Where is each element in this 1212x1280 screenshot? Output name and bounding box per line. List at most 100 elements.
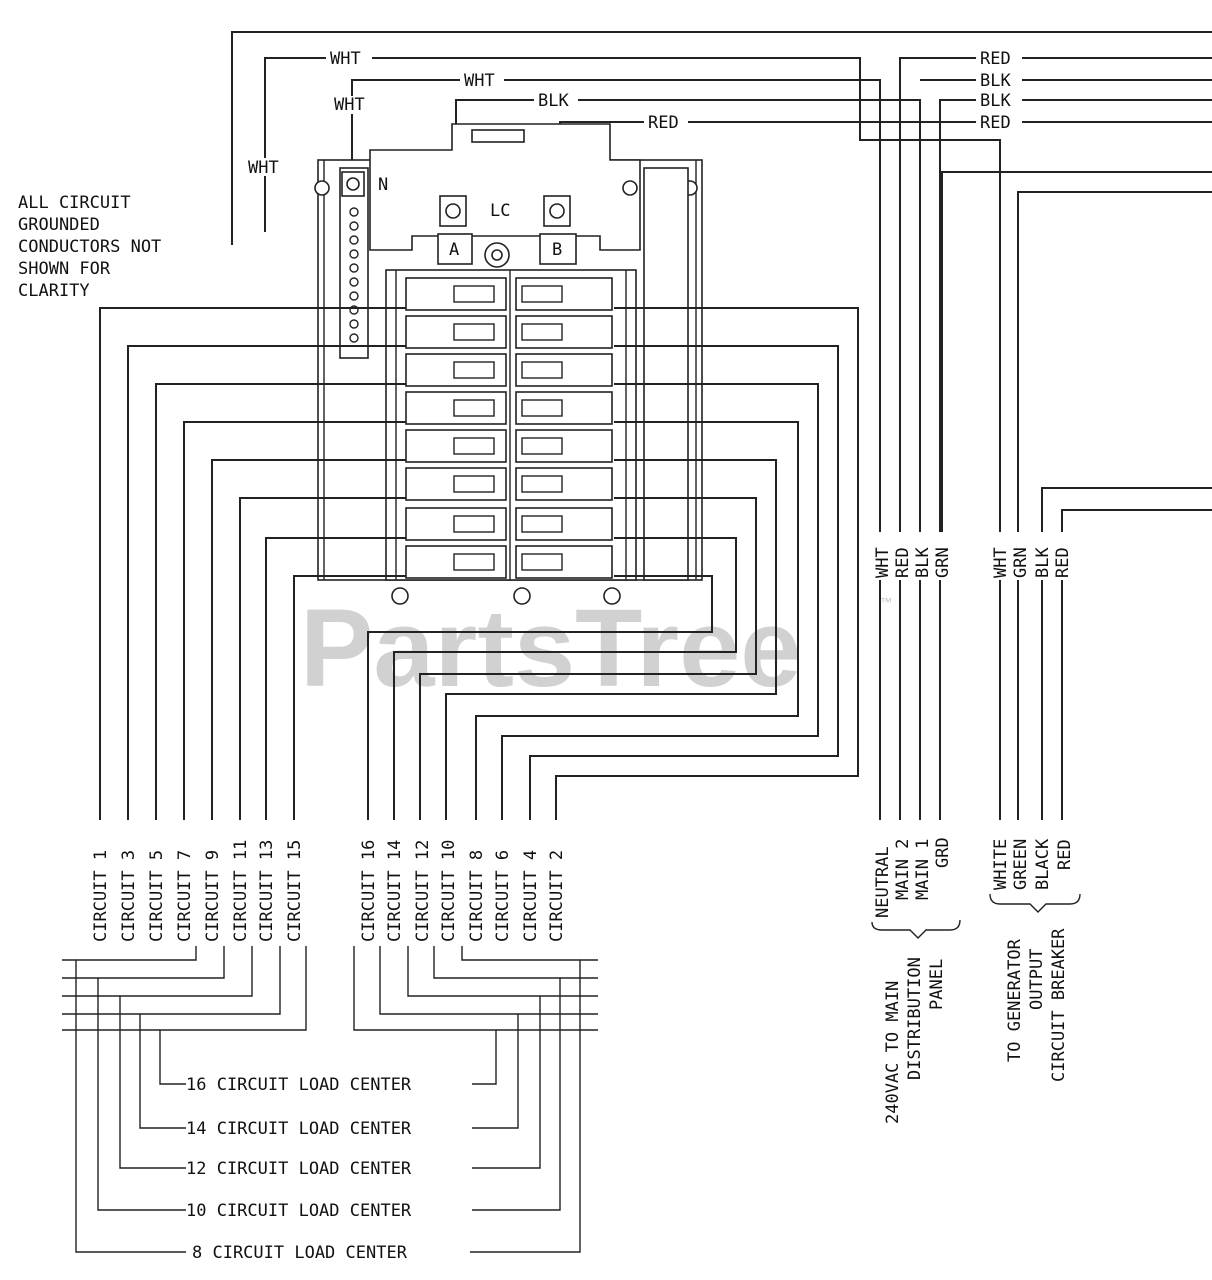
red-main2 — [899, 57, 1212, 560]
blk-label-3: BLK — [980, 91, 1011, 111]
lc-10: 10 CIRCUIT LOAD CENTER — [186, 1201, 412, 1221]
blk-label-1: BLK — [538, 91, 569, 111]
breaker — [405, 277, 507, 311]
main-caption-3: PANEL — [927, 959, 947, 1010]
left-circuit-label: CIRCUIT 3 — [119, 850, 139, 942]
neutral-bar — [339, 167, 369, 359]
note-line-4: SHOWN FOR — [18, 259, 111, 279]
breaker-handle — [521, 437, 563, 455]
breaker — [515, 315, 613, 349]
main-group: WHT RED BLK GRN NEUTRAL MAIN 2 MAIN 1 GR… — [868, 532, 961, 1124]
gen-grn: GRN — [1011, 547, 1031, 578]
breaker — [405, 429, 507, 463]
breaker-handle — [453, 361, 495, 379]
breaker — [405, 467, 507, 501]
right-circuit-label: CIRCUIT 12 — [413, 840, 433, 942]
right-circuit-wires — [367, 307, 859, 820]
black-text: BLACK — [1033, 838, 1053, 890]
breaker-handle — [521, 361, 563, 379]
gen-red: RED — [1053, 547, 1073, 578]
breaker — [405, 315, 507, 349]
gen-caption-3: CIRCUIT BREAKER — [1049, 928, 1069, 1082]
breaker — [515, 353, 613, 387]
bus-b-box — [539, 233, 577, 265]
lc-14: 14 CIRCUIT LOAD CENTER — [186, 1119, 412, 1139]
breaker — [515, 391, 613, 425]
lug-top — [471, 129, 525, 143]
left-circuit-label: CIRCUIT 13 — [257, 840, 277, 942]
left-circuit-label: CIRCUIT 11 — [231, 840, 251, 942]
outer-wire — [231, 31, 1212, 245]
grn-main — [941, 171, 1212, 560]
watermark-tm: ™ — [880, 595, 892, 609]
breaker-handle — [453, 285, 495, 303]
neutral-terminals — [349, 207, 359, 343]
grd-text: GRD — [933, 837, 953, 868]
load-center-brackets: 16 CIRCUIT LOAD CENTER 14 CIRCUIT LOAD C… — [62, 946, 598, 1263]
lc-16: 16 CIRCUIT LOAD CENTER — [186, 1075, 412, 1095]
breaker-handle — [453, 437, 495, 455]
right-circuit-label: CIRCUIT 6 — [493, 850, 513, 942]
right-circuit-label: CIRCUIT 14 — [385, 840, 405, 942]
main-caption-2: DISTRIBUTION — [905, 957, 925, 1080]
grn-gen — [1017, 191, 1212, 560]
lc-8: 8 CIRCUIT LOAD CENTER — [192, 1243, 408, 1263]
lug-a — [439, 195, 467, 227]
breaker-handle — [521, 475, 563, 493]
bus-a-box — [437, 233, 473, 265]
left-circuit-label: CIRCUIT 9 — [203, 850, 223, 942]
gen-wht: WHT — [991, 547, 1011, 578]
main-lug-housing — [369, 123, 641, 251]
breaker-handle — [453, 553, 495, 571]
red-label-2: RED — [980, 49, 1011, 69]
bus-a-label: A — [449, 240, 459, 260]
breaker-handle — [521, 515, 563, 533]
lc-12: 12 CIRCUIT LOAD CENTER — [186, 1159, 412, 1179]
gen-blk: BLK — [1033, 547, 1053, 578]
main-grn: GRN — [933, 547, 953, 578]
lc-label: LC — [490, 201, 510, 221]
white-text: WHITE — [991, 839, 1011, 890]
main-blk: BLK — [913, 547, 933, 578]
watermark: PartsTree — [300, 587, 801, 710]
note-line-3: CONDUCTORS NOT — [18, 237, 161, 257]
breaker-handle — [521, 285, 563, 303]
breaker — [515, 277, 613, 311]
right-circuit-label: CIRCUIT 10 — [439, 840, 459, 942]
breaker — [405, 545, 507, 579]
bus-b-label: B — [552, 240, 562, 260]
wht-label-2: WHT — [334, 95, 365, 115]
red-text: RED — [1055, 839, 1075, 870]
breaker-handle — [453, 475, 495, 493]
gen-caption-2: OUTPUT — [1027, 949, 1047, 1010]
breaker — [515, 507, 613, 541]
breaker — [405, 507, 507, 541]
note-line-1: ALL CIRCUIT — [18, 193, 131, 213]
red-label-1: RED — [648, 113, 679, 133]
breaker-handle — [453, 399, 495, 417]
breaker — [405, 353, 507, 387]
gen-caption-1: TO GENERATOR — [1005, 938, 1025, 1062]
right-circuit-label: CIRCUIT 16 — [359, 840, 379, 942]
generator-group: WHT GRN BLK RED WHITE GREEN BLACK RED TO… — [988, 532, 1081, 1082]
breaker — [405, 391, 507, 425]
note-line-2: GROUNDED — [18, 215, 100, 235]
breaker-handle — [453, 515, 495, 533]
left-circuit-wires — [99, 307, 406, 820]
breakers — [405, 277, 613, 579]
breaker-handle — [521, 553, 563, 571]
neutral-label: N — [378, 175, 388, 195]
left-circuit-label: CIRCUIT 5 — [147, 850, 167, 942]
neutral-text: NEUTRAL — [873, 846, 893, 918]
left-circuit-label: CIRCUIT 7 — [175, 850, 195, 942]
main1-text: MAIN 1 — [913, 839, 933, 900]
right-circuit-label: CIRCUIT 8 — [467, 850, 487, 942]
wht-label-4: WHT — [464, 71, 495, 91]
wht-label-1: WHT — [330, 49, 361, 69]
main-red: RED — [893, 547, 913, 578]
main-caption-1: 240VAC TO MAIN — [883, 981, 903, 1124]
right-circuit-label: CIRCUIT 2 — [547, 850, 567, 942]
breaker-handle — [521, 399, 563, 417]
